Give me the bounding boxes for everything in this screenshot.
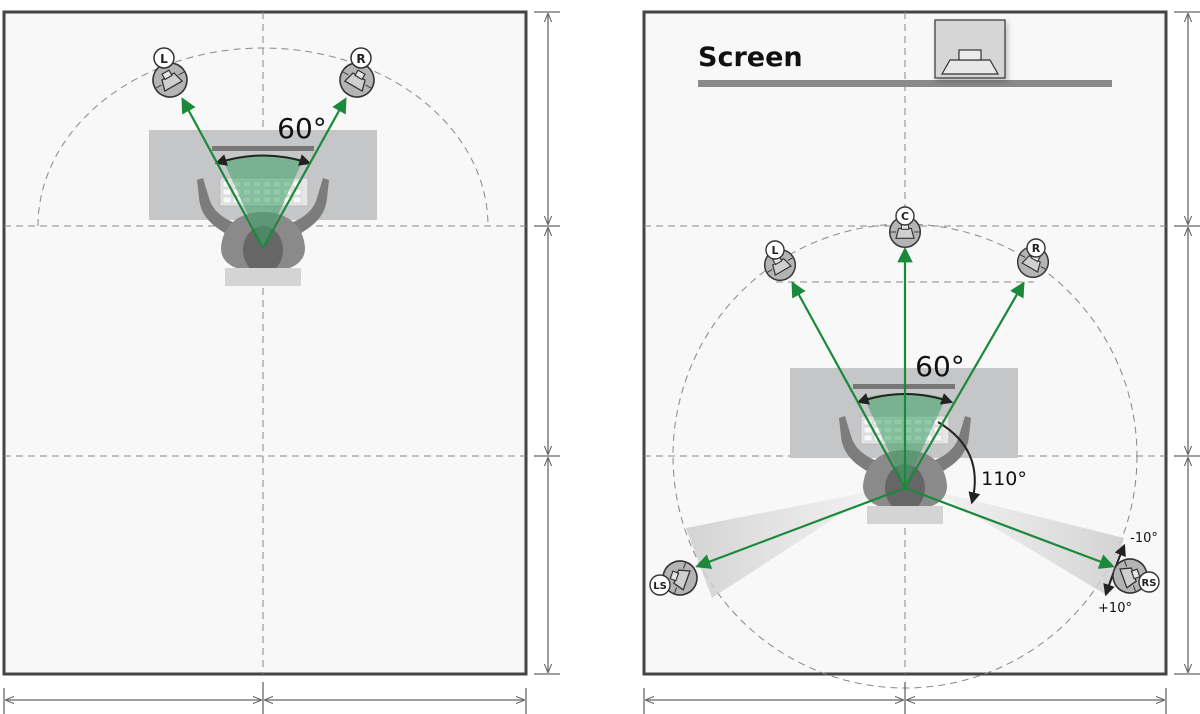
badge-right-surround: RS bbox=[1138, 571, 1160, 593]
stereo-listening-arc bbox=[37, 47, 489, 227]
svg-text:L: L bbox=[771, 244, 778, 257]
surround-angle-side-label: 110° bbox=[981, 468, 1027, 490]
stereo-badge-left: L bbox=[153, 47, 175, 69]
surround-dimension-lines bbox=[643, 11, 1200, 714]
badge-left: L bbox=[765, 240, 785, 260]
svg-text:R: R bbox=[1032, 242, 1041, 255]
stereo-badge-right: R bbox=[350, 47, 372, 69]
tolerance-minus-label: -10° bbox=[1130, 531, 1158, 546]
badge-right: R bbox=[1026, 238, 1046, 258]
screen-bar bbox=[698, 80, 1112, 87]
screen-label: Screen bbox=[698, 42, 803, 73]
stereo-sweet-spot bbox=[223, 155, 303, 248]
stereo-arrow-left bbox=[181, 97, 264, 249]
svg-text:LS: LS bbox=[653, 581, 667, 592]
arrow-left-surround bbox=[695, 486, 906, 569]
stereo-guide-lines bbox=[4, 12, 526, 674]
surround-angle-arc-side bbox=[937, 421, 981, 505]
surround-angle-front-label: 60° bbox=[915, 350, 965, 383]
stereo-room: 60° L R bbox=[2, 10, 528, 676]
arrow-left bbox=[791, 281, 906, 489]
badge-left-surround: LS bbox=[649, 574, 671, 596]
tolerance-plus-label: +10° bbox=[1098, 601, 1132, 616]
arrow-right bbox=[904, 281, 1025, 489]
stereo-monitor bbox=[212, 146, 314, 151]
surround-room: Screen 60° 110° -10° +10° bbox=[642, 10, 1168, 689]
stereo-room-outline bbox=[2, 10, 528, 676]
svg-text:R: R bbox=[356, 52, 365, 66]
stereo-dimension-lines bbox=[3, 11, 560, 714]
badge-center: C bbox=[895, 206, 915, 226]
stereo-arrow-right bbox=[262, 97, 347, 249]
stereo-angle-label: 60° bbox=[277, 112, 327, 145]
svg-text:C: C bbox=[901, 210, 909, 223]
arrow-right-surround bbox=[904, 486, 1115, 569]
screen-speaker-box bbox=[934, 19, 1006, 79]
stereo-angle-arc bbox=[214, 154, 312, 166]
svg-text:RS: RS bbox=[1142, 578, 1157, 589]
svg-text:L: L bbox=[160, 52, 168, 66]
